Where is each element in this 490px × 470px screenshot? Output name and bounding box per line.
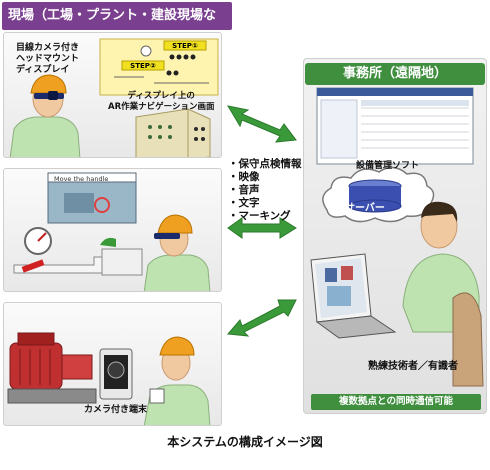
site-header: 現場（工場・プラント・建設現場など） xyxy=(2,2,232,51)
ar-nav-label: ディスプレイ上の AR作業ナビゲーション画面 xyxy=(108,91,215,112)
diagram-caption: 本システムの構成イメージ図 xyxy=(167,435,323,449)
worker-hmd-illustration: STEP① STEP② xyxy=(9,38,219,157)
software-label: 設備管理ソフト xyxy=(356,161,420,171)
control-cabinet xyxy=(135,108,211,157)
list-item: 保守点検情報 xyxy=(228,158,302,171)
step2-label: STEP② xyxy=(130,62,156,70)
communication-arrows xyxy=(226,105,297,337)
terminal-label: カメラ付き端末 xyxy=(84,405,148,415)
laptop-icon xyxy=(310,253,397,339)
site-panel-remote-instruction: Move the handle xyxy=(3,168,222,292)
server-icon xyxy=(348,179,402,213)
ar-navigation-screen: STEP① STEP② xyxy=(99,38,219,96)
worker-figure-2 xyxy=(143,214,211,291)
tablet-device xyxy=(99,348,133,400)
arrow-diagonal-bottom xyxy=(226,299,297,337)
management-software-screen xyxy=(316,87,474,165)
arrow-diagonal-top xyxy=(226,105,297,143)
expert-figure xyxy=(402,201,484,387)
multi-site-label: 複数拠点との同時通信可能 xyxy=(311,394,481,410)
communicated-data-list: 保守点検情報 映像 音声 文字 マーキング xyxy=(228,158,302,223)
list-item: 映像 xyxy=(228,171,302,184)
step1-label: STEP① xyxy=(172,42,198,50)
site-panel-camera-terminal: カメラ付き端末 xyxy=(3,302,222,426)
worker-figure-3 xyxy=(143,336,211,425)
server-label: サーバー xyxy=(345,203,385,214)
expert-label: 熟練技術者／有識者 xyxy=(368,361,458,372)
instruction-text: Move the handle xyxy=(54,175,109,183)
office-header: 事務所（遠隔地） xyxy=(305,63,485,85)
valve-pipework xyxy=(13,227,143,276)
video-frame xyxy=(47,172,137,224)
hmd-label: 目線カメラ付き ヘッドマウント ディスプレイ xyxy=(16,43,80,75)
list-item: 音声 xyxy=(228,184,302,197)
remote-instruction-illustration xyxy=(13,172,211,291)
worker-figure xyxy=(9,74,81,157)
machine-equipment xyxy=(7,332,97,404)
office-illustration xyxy=(310,87,484,387)
site-panel-hmd: STEP① STEP② 目線カメラ付き ヘッドマウント ディスプレイ ディスプレ… xyxy=(3,32,222,158)
camera-terminal-illustration xyxy=(7,332,211,425)
list-item: 文字 xyxy=(228,197,302,210)
list-item: マーキング xyxy=(228,210,302,223)
